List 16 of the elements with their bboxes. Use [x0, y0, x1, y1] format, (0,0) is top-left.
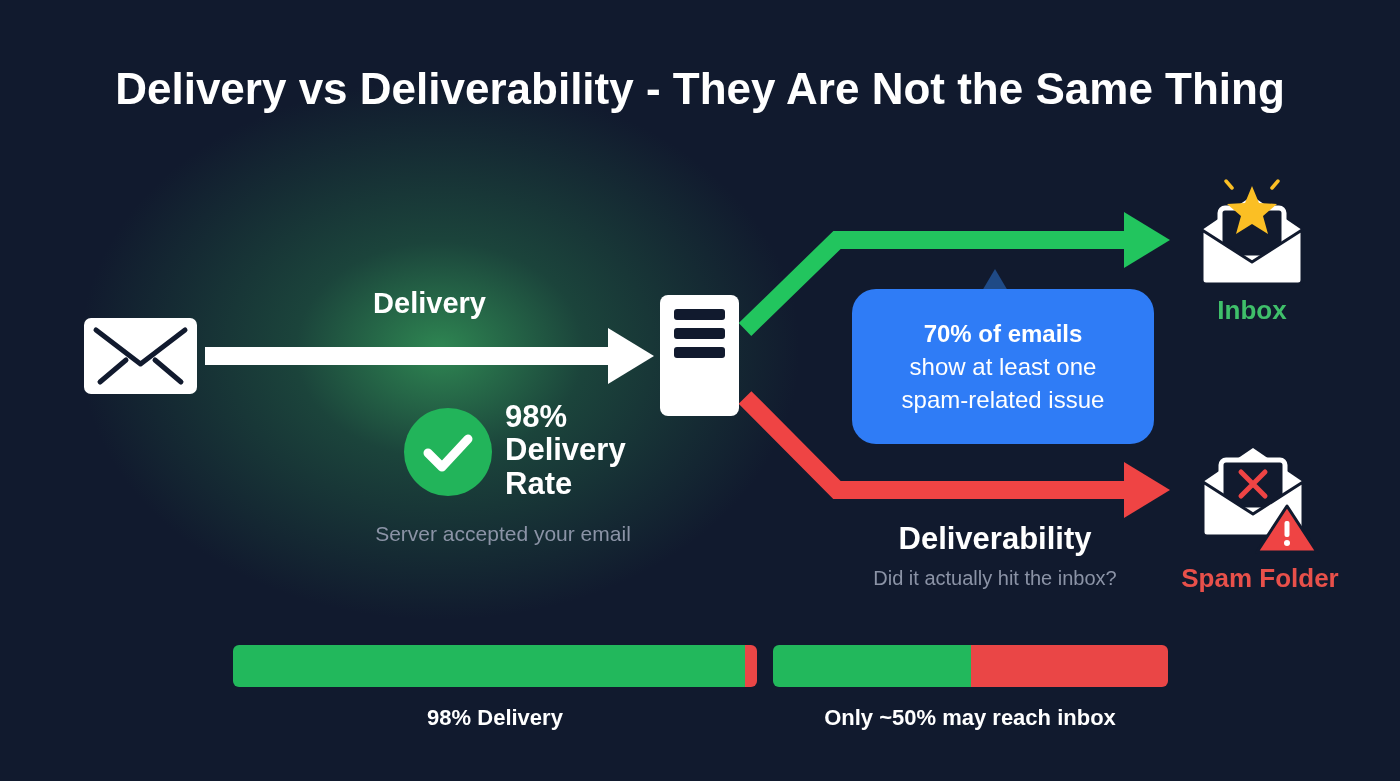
node-label: Spam Folder: [1181, 564, 1339, 594]
arrow: [205, 328, 654, 384]
arrow: [738, 212, 1170, 336]
edge-label: Delivery: [373, 286, 486, 321]
section-heading: Deliverability: [898, 520, 1092, 558]
bar-label: Only ~50% may reach inbox: [824, 705, 1116, 732]
callout-text: 70% of emails show at least one spam-related issue: [900, 318, 1106, 416]
envelope-icon: [84, 318, 197, 394]
server-icon: [660, 295, 739, 416]
title: Delivery vs Deliverability - They Are Not the Same Thing: [115, 63, 1285, 115]
description-text: Server accepted your email: [375, 521, 631, 547]
bar-label: 98% Delivery: [427, 705, 563, 732]
description-text: Did it actually hit the inbox?: [873, 566, 1117, 590]
stat-text: 98% Delivery Rate: [505, 400, 627, 501]
node-label: Inbox: [1217, 296, 1287, 326]
arrow: [738, 391, 1170, 518]
